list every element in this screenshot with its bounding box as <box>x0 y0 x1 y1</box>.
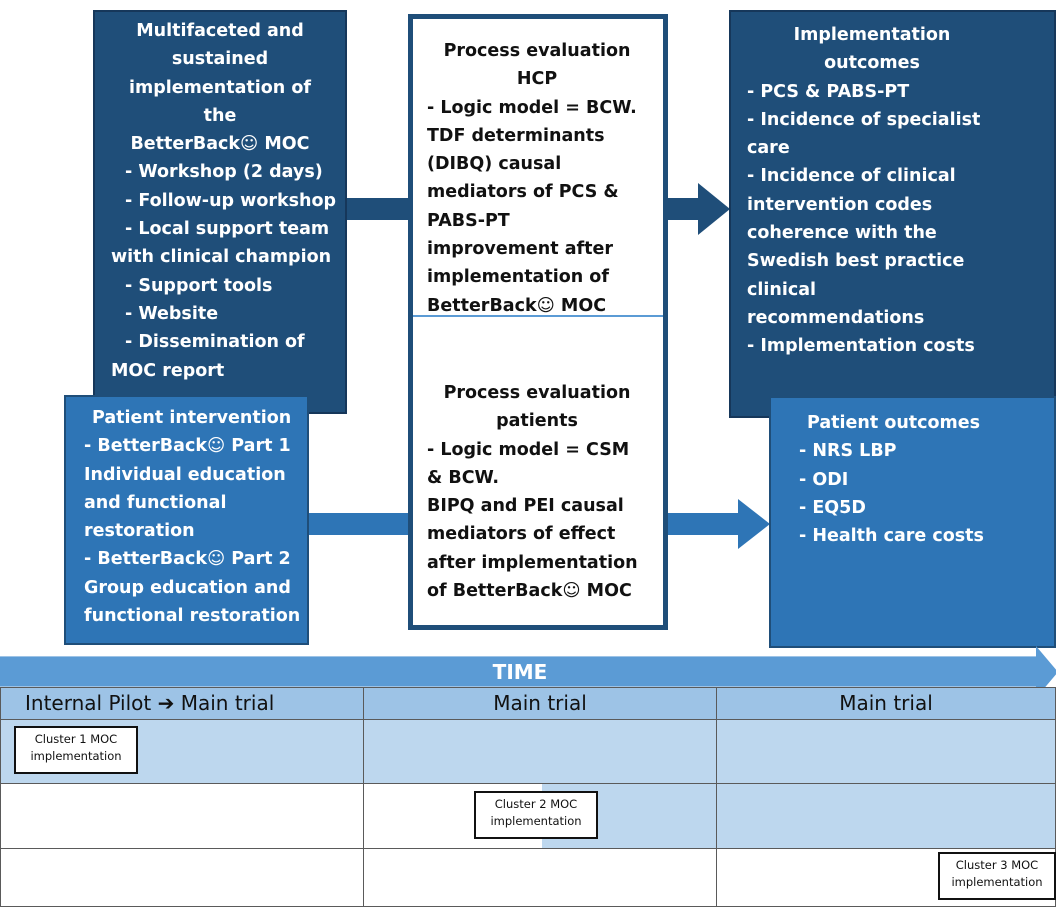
list-item: and functional <box>84 492 227 513</box>
list-item: - NRS LBP <box>799 441 897 462</box>
process-hcp-line: mediators of PCS & <box>427 182 619 203</box>
grid-cell-r3c2 <box>363 848 717 907</box>
process-hcp-line: TDF determinants <box>427 125 605 146</box>
list-item: - PCS & PABS-PT <box>747 81 910 102</box>
grid-cell-r1c2 <box>363 719 717 784</box>
cluster-1-line1: Cluster 1 MOC <box>34 732 118 746</box>
list-item: - Follow-up workshop <box>125 190 337 211</box>
list-item: - Health care costs <box>799 526 984 547</box>
column-header-2: Main trial <box>363 687 717 720</box>
cluster-2-line1: Cluster 2 MOC <box>494 797 578 811</box>
list-item: - BetterBack☺ Part 2 <box>84 549 291 570</box>
grid-cell-r1c3 <box>716 719 1056 784</box>
title-line: Implementation <box>793 25 951 45</box>
process-hcp-line: - Logic model = BCW. <box>427 97 637 118</box>
process-patients-line: after implementation <box>427 552 638 573</box>
implementation-outcomes-box: Implementation outcomes - PCS & PABS-PT … <box>729 10 1056 418</box>
list-item: Individual education <box>84 464 286 485</box>
patient-outcomes-title: Patient outcomes <box>807 413 981 433</box>
list-item: - Website <box>125 303 219 324</box>
cluster-2-line2: implementation <box>490 814 582 828</box>
process-evaluation-patients: Process evaluation patients - Logic mode… <box>427 379 647 605</box>
process-patients-title: patients <box>496 411 578 432</box>
column-header-1: Internal Pilot ➔ Main trial <box>0 687 364 720</box>
list-item: MOC report <box>111 360 225 381</box>
cluster-1-label: Cluster 1 MOC implementation <box>14 726 138 774</box>
patient-intervention-title: Patient intervention <box>92 408 292 428</box>
time-bar: TIME <box>0 656 1040 687</box>
cluster-2-label: Cluster 2 MOC implementation <box>474 791 598 839</box>
time-arrow-head <box>1036 646 1056 698</box>
process-patients-line: mediators of effect <box>427 524 616 545</box>
implementation-intervention-box: Multifaceted and sustained implementatio… <box>93 10 347 414</box>
list-item: Swedish best practice <box>747 251 965 272</box>
title-line: outcomes <box>824 53 920 74</box>
patient-intervention-box: Patient intervention - BetterBack☺ Part … <box>64 395 309 645</box>
process-hcp-title: HCP <box>516 69 558 90</box>
process-hcp-line: improvement after <box>427 239 613 260</box>
grid-cell-r2c3 <box>716 783 1056 849</box>
grid-cell-r2c1 <box>0 783 364 849</box>
title-line: BetterBack☺ MOC <box>130 134 310 155</box>
process-divider <box>413 315 663 317</box>
process-patients-line: & BCW. <box>427 467 500 488</box>
list-item: intervention codes <box>747 194 933 215</box>
process-hcp-line: (DIBQ) causal <box>427 154 562 175</box>
title-line: Multifaceted and <box>136 21 304 41</box>
cluster-3-line1: Cluster 3 MOC <box>955 858 1039 872</box>
cluster-3-line2: implementation <box>951 875 1043 889</box>
list-item: - Dissemination of <box>125 332 305 353</box>
list-item: - EQ5D <box>799 497 866 518</box>
process-patients-line: of BetterBack☺ MOC <box>427 581 632 602</box>
implementation-title: Multifaceted and sustained implementatio… <box>95 17 345 158</box>
title-line: implementation of <box>129 77 311 98</box>
process-patients-line: - Logic model = CSM <box>427 439 630 460</box>
process-patients-title: Process evaluation <box>443 383 631 403</box>
list-item: coherence with the <box>747 223 937 244</box>
list-item: care <box>747 138 790 159</box>
list-item: - Workshop (2 days) <box>125 162 323 183</box>
process-evaluation-box: Process evaluation HCP - Logic model = B… <box>408 14 668 630</box>
list-item: - Local support team <box>125 219 330 240</box>
cluster-1-line2: implementation <box>30 749 122 763</box>
implementation-outcomes-title: Implementation outcomes <box>747 21 997 78</box>
list-item: - Incidence of specialist <box>747 109 981 130</box>
list-item: - BetterBack☺ Part 1 <box>84 436 291 457</box>
title-line: sustained <box>171 49 269 70</box>
patient-outcomes-box: Patient outcomes - NRS LBP - ODI - EQ5D … <box>769 396 1056 648</box>
list-item: - Support tools <box>125 275 273 296</box>
column-header-3: Main trial <box>716 687 1056 720</box>
list-item: - Incidence of clinical <box>747 166 956 187</box>
process-hcp-line: BetterBack☺ MOC <box>427 295 607 316</box>
list-item: recommendations <box>747 307 925 328</box>
process-evaluation-hcp: Process evaluation HCP - Logic model = B… <box>427 37 647 320</box>
list-item: clinical <box>747 279 817 300</box>
process-hcp-title: Process evaluation <box>443 41 631 61</box>
list-item: functional restoration <box>84 606 301 627</box>
implementation-items: - Workshop (2 days) - Follow-up workshop… <box>95 158 345 384</box>
process-patients-line: BIPQ and PEI causal <box>427 496 624 517</box>
process-hcp-line: implementation of <box>427 267 609 288</box>
cluster-3-label: Cluster 3 MOC implementation <box>938 852 1056 900</box>
process-hcp-line: PABS-PT <box>427 210 510 231</box>
list-item: Group education and <box>84 577 291 598</box>
list-item: with clinical champion <box>111 247 332 268</box>
list-item: restoration <box>84 521 195 542</box>
list-item: - ODI <box>799 469 849 490</box>
grid-cell-r3c1 <box>0 848 364 907</box>
list-item: - Implementation costs <box>747 336 975 357</box>
title-line: the <box>203 105 237 126</box>
